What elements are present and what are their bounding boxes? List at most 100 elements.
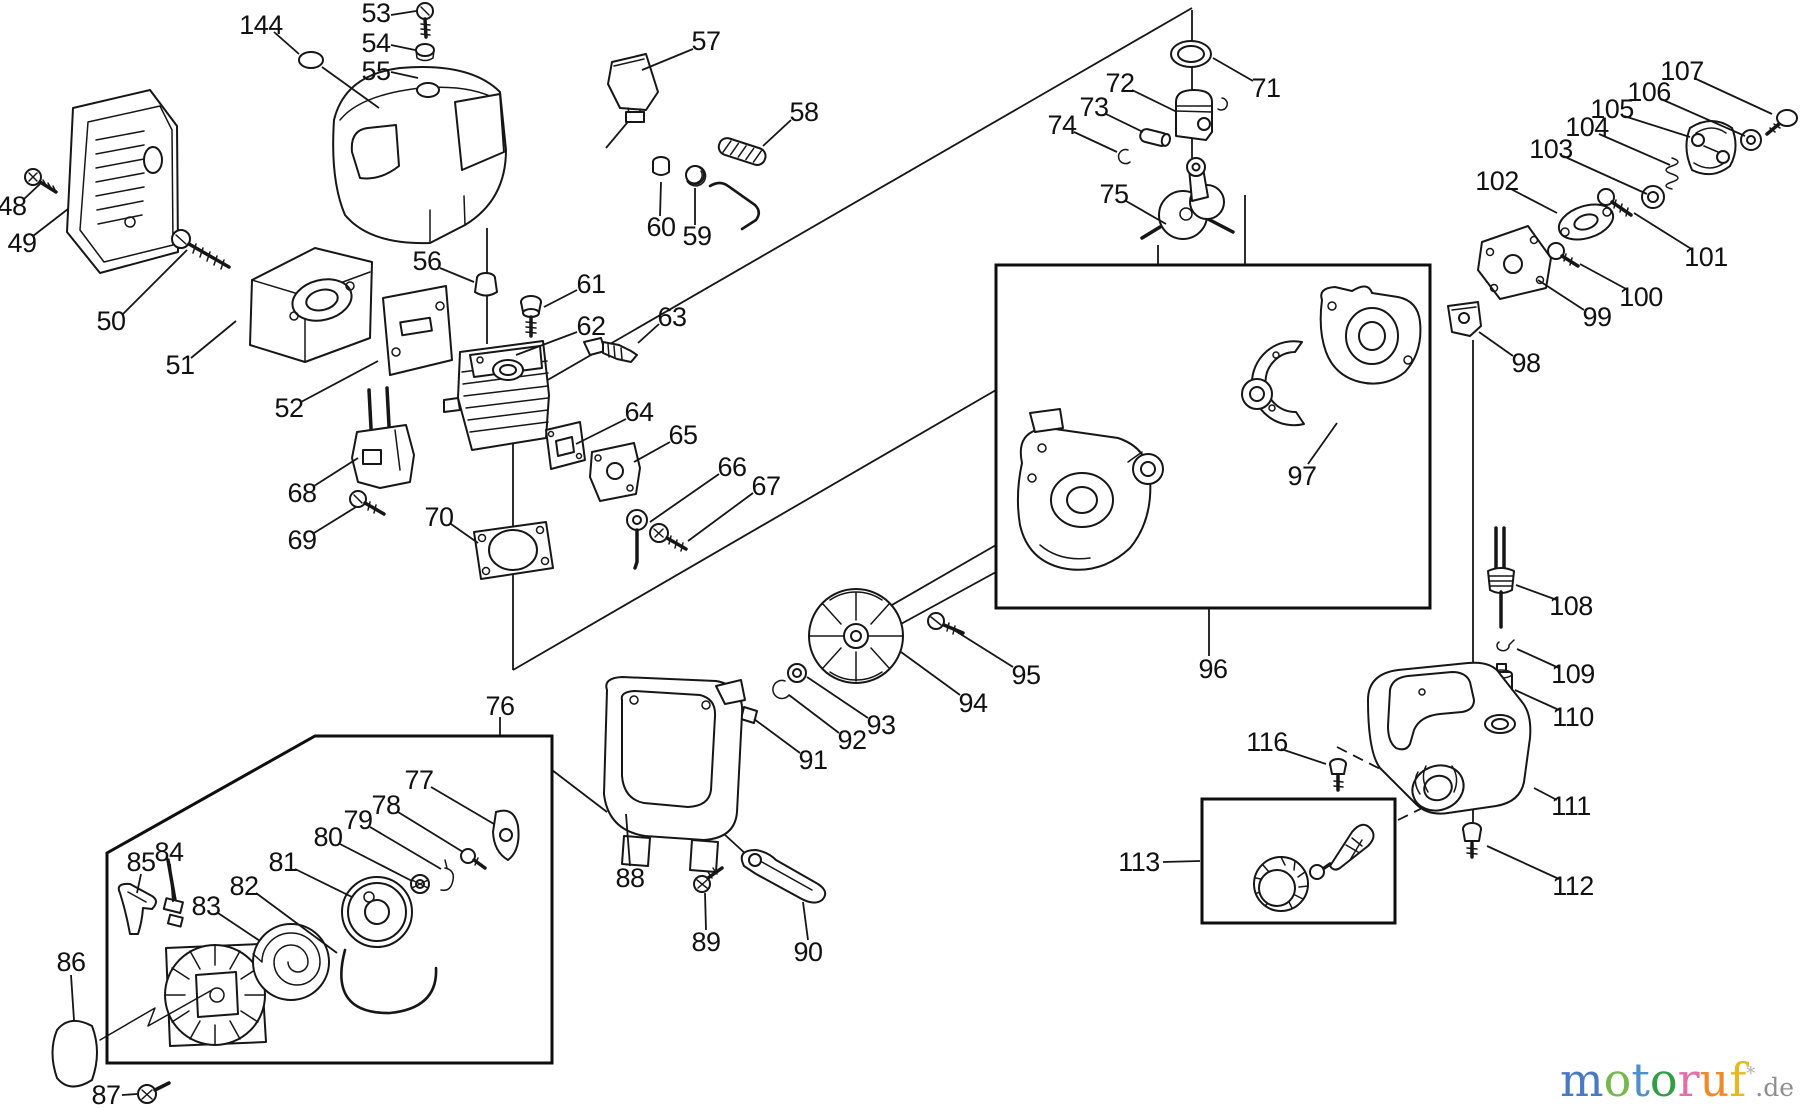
terminal-60-part bbox=[652, 156, 670, 176]
fan-housing-part bbox=[603, 676, 746, 873]
part-label-64: 64 bbox=[624, 397, 654, 427]
cover-plate-99-part bbox=[1477, 225, 1552, 300]
washer-103-part bbox=[1641, 185, 1665, 209]
grip-85-part bbox=[117, 882, 157, 935]
fuel-cap-part bbox=[1253, 856, 1309, 912]
part-label-69: 69 bbox=[287, 525, 316, 555]
watermark-asterisk: * bbox=[1746, 1063, 1756, 1085]
part-label-106: 106 bbox=[1627, 77, 1671, 107]
leader-line-84 bbox=[169, 863, 174, 903]
leader-line-113 bbox=[1162, 860, 1201, 863]
part-label-67: 67 bbox=[751, 471, 780, 501]
group-boxes-layer bbox=[105, 263, 1432, 1065]
part-label-62: 62 bbox=[576, 311, 605, 341]
leader-line-75 bbox=[1125, 200, 1167, 225]
part-label-93: 93 bbox=[866, 710, 895, 740]
leader-line-60 bbox=[659, 181, 662, 217]
starter-rope-loop-part bbox=[340, 948, 438, 1015]
screw-69-part bbox=[349, 490, 386, 516]
leader-line-99 bbox=[1537, 279, 1585, 311]
leader-line-52 bbox=[300, 360, 379, 403]
watermark-letter: m bbox=[1560, 1053, 1604, 1107]
fuel-tank-part bbox=[1367, 661, 1532, 815]
muffler-part bbox=[249, 247, 373, 363]
part-label-68: 68 bbox=[287, 478, 316, 508]
part-label-51: 51 bbox=[165, 350, 194, 380]
leader-line-93 bbox=[806, 676, 869, 719]
leader-line-111 bbox=[1533, 787, 1558, 801]
part-label-48: 48 bbox=[0, 191, 27, 221]
leader-line-83 bbox=[217, 912, 261, 942]
leader-line-65 bbox=[633, 441, 671, 463]
leader-line-89 bbox=[704, 892, 707, 931]
part-label-70: 70 bbox=[424, 502, 453, 532]
part-label-54: 54 bbox=[361, 28, 391, 58]
part-label-107: 107 bbox=[1660, 56, 1704, 86]
part-label-84: 84 bbox=[154, 837, 184, 867]
spring-pin-58-part bbox=[717, 137, 767, 166]
part-label-88: 88 bbox=[615, 863, 644, 893]
part-label-109: 109 bbox=[1551, 659, 1595, 689]
part-label-59: 59 bbox=[682, 221, 711, 251]
stop-wire-part bbox=[708, 181, 761, 231]
starter-housing-part bbox=[164, 943, 267, 1047]
o-ring-144-part bbox=[298, 51, 324, 69]
leader-line-64 bbox=[575, 418, 627, 445]
part-label-86: 86 bbox=[56, 947, 85, 977]
leader-line-51 bbox=[190, 320, 237, 359]
rope-guide-84-part bbox=[162, 858, 184, 928]
part-label-95: 95 bbox=[1011, 660, 1040, 690]
leader-line-108 bbox=[1515, 584, 1558, 601]
part-label-116: 116 bbox=[1246, 727, 1288, 757]
reference-line bbox=[551, 769, 608, 813]
leader-line-53 bbox=[390, 10, 417, 16]
leader-line-107 bbox=[1693, 77, 1773, 115]
leader-line-69 bbox=[313, 506, 357, 534]
clip-109-part bbox=[1496, 639, 1515, 652]
leader-line-105 bbox=[1623, 115, 1691, 138]
carb-gasket-part bbox=[545, 421, 586, 470]
bolt-50-part bbox=[171, 229, 231, 270]
leader-line-100 bbox=[1579, 263, 1629, 291]
bolt-95-part bbox=[927, 612, 965, 635]
spring-104-part bbox=[1665, 157, 1679, 190]
part-label-52: 52 bbox=[274, 393, 303, 423]
leader-line-77 bbox=[430, 786, 495, 825]
part-label-89: 89 bbox=[691, 927, 720, 957]
part-label-102: 102 bbox=[1475, 166, 1519, 196]
piston-part bbox=[1175, 89, 1228, 141]
part-label-87: 87 bbox=[91, 1080, 120, 1109]
watermark-letter: t bbox=[1631, 1053, 1650, 1107]
part-label-55: 55 bbox=[361, 56, 390, 86]
piston-pin-part bbox=[1139, 128, 1172, 147]
part-label-58: 58 bbox=[789, 97, 818, 127]
spring-59-part bbox=[685, 165, 707, 187]
piston-ring-part bbox=[1170, 40, 1212, 68]
part-label-78: 78 bbox=[371, 790, 400, 820]
bolt-107-part bbox=[1765, 109, 1798, 136]
screw-89-part bbox=[693, 866, 724, 893]
leader-line-94 bbox=[900, 651, 961, 696]
part-label-77: 77 bbox=[404, 765, 433, 795]
flywheel-part bbox=[808, 588, 904, 684]
ignition-coil-part bbox=[351, 386, 415, 489]
leader-line-109 bbox=[1516, 648, 1560, 669]
leader-line-116 bbox=[1280, 748, 1327, 765]
part-label-71: 71 bbox=[1251, 73, 1280, 103]
part-label-80: 80 bbox=[313, 822, 342, 852]
part-label-56: 56 bbox=[412, 246, 441, 276]
part-label-65: 65 bbox=[668, 420, 697, 450]
starter-grip-part bbox=[740, 849, 827, 904]
leader-line-106 bbox=[1660, 98, 1746, 137]
part-label-81: 81 bbox=[268, 847, 297, 877]
leader-line-66 bbox=[649, 473, 720, 523]
leader-line-72 bbox=[1131, 89, 1178, 113]
leader-line-61 bbox=[543, 289, 578, 308]
part-label-49: 49 bbox=[7, 228, 36, 258]
part-label-79: 79 bbox=[343, 805, 372, 835]
bolt-101-part bbox=[1597, 188, 1633, 217]
leader-line-63 bbox=[637, 323, 660, 344]
leader-line-80 bbox=[339, 843, 413, 882]
dashed-assembly-line bbox=[1336, 746, 1393, 776]
